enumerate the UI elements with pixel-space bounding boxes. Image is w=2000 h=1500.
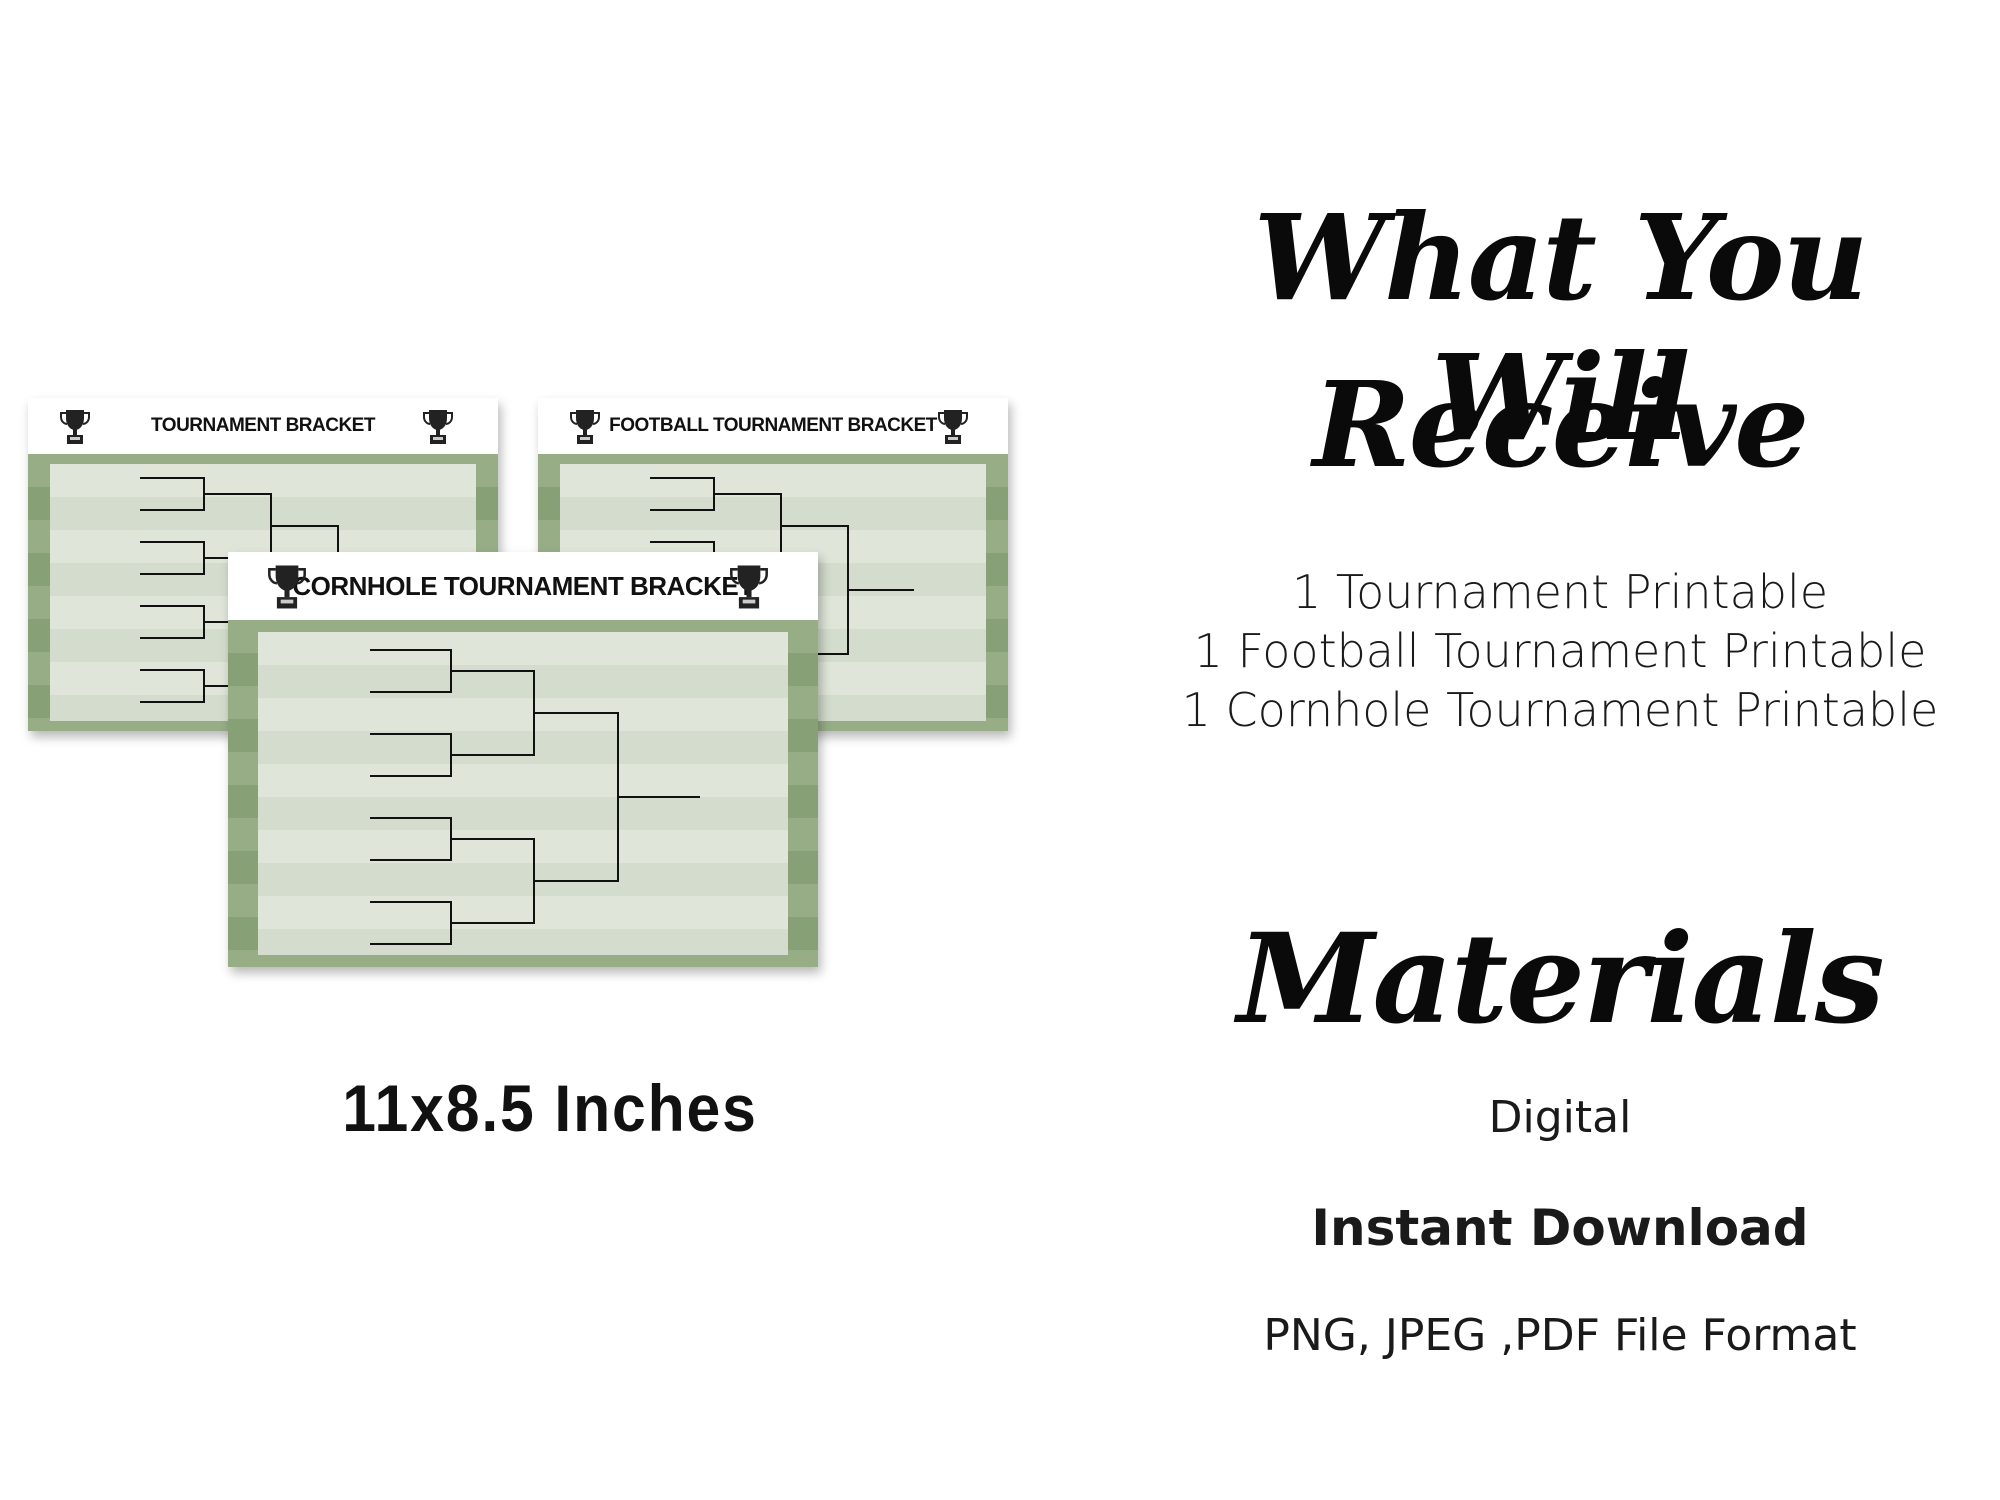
receive-item: 1 Tournament Printable bbox=[1291, 565, 1829, 619]
materials-delivery: Instant Download bbox=[1311, 1199, 1809, 1257]
trophy-icon bbox=[423, 410, 453, 444]
card-title: TOURNAMENT BRACKET bbox=[151, 415, 375, 436]
receive-item: 1 Football Tournament Printable bbox=[1193, 624, 1927, 678]
card-header: CORNHOLE TOURNAMENT BRACKET bbox=[228, 552, 818, 620]
card-header: FOOTBALL TOURNAMENT BRACKET bbox=[538, 398, 1008, 454]
card-title: CORNHOLE TOURNAMENT BRACKET bbox=[292, 570, 754, 601]
card-header: TOURNAMENT BRACKET bbox=[28, 398, 498, 454]
heading-receive-line2: Receive bbox=[1312, 355, 1810, 494]
trophy-icon bbox=[730, 565, 768, 609]
heading-receive-line1: What You Will bbox=[1253, 188, 1869, 467]
trophy-icon bbox=[60, 410, 90, 444]
receive-item: 1 Cornhole Tournament Printable bbox=[1181, 683, 1939, 737]
trophy-icon bbox=[268, 565, 306, 609]
card-title: FOOTBALL TOURNAMENT BRACKET bbox=[609, 415, 937, 436]
bracket-lines bbox=[370, 649, 700, 945]
trophy-icon bbox=[938, 410, 968, 444]
bracket-card-cornhole: CORNHOLE TOURNAMENT BRACKET bbox=[228, 552, 818, 967]
materials-formats: PNG, JPEG ,PDF File Format bbox=[1263, 1310, 1857, 1361]
materials-type: Digital bbox=[1488, 1092, 1632, 1143]
trophy-icon bbox=[570, 410, 600, 444]
card-field bbox=[258, 632, 788, 955]
heading-materials: Materials bbox=[1237, 907, 1884, 1052]
size-label: 11x8.5 Inches bbox=[342, 1071, 758, 1145]
